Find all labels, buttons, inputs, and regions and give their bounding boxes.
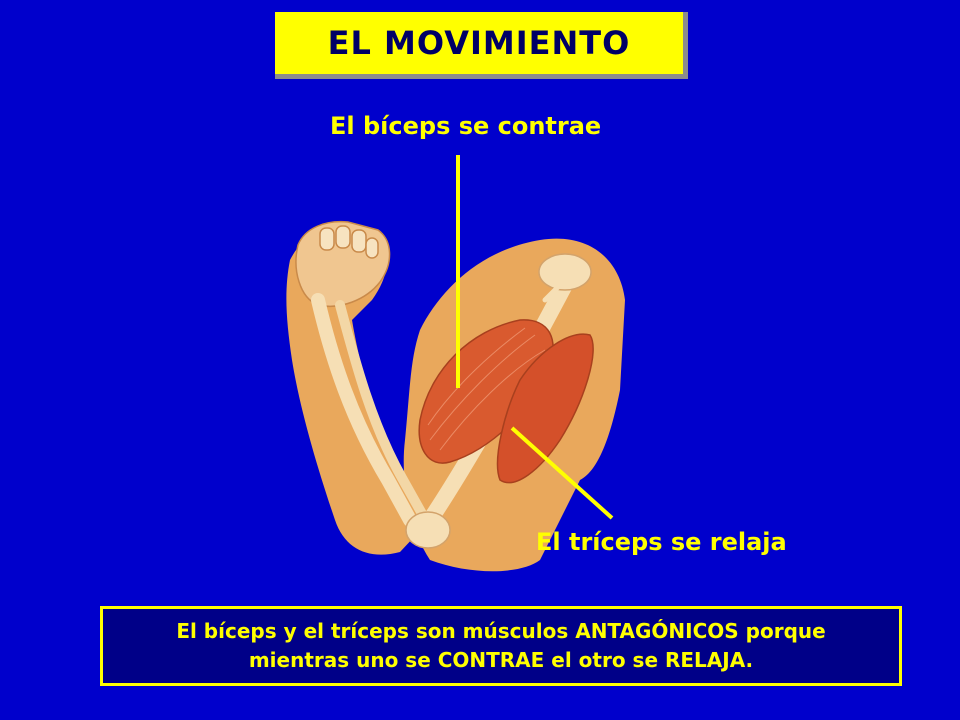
triceps-pointer-line [510, 426, 614, 520]
triceps-label: El tríceps se relaja [536, 528, 787, 556]
page-title: EL MOVIMIENTO [327, 24, 631, 62]
caption-box: El bíceps y el tríceps son músculos ANTA… [100, 606, 902, 686]
ulna-bone [335, 300, 435, 533]
radius-bone [311, 293, 417, 527]
shoulder-joint [538, 253, 592, 291]
biceps-tendon [542, 267, 578, 303]
caption-line-2: mientras uno se CONTRAE el otro se RELAJ… [248, 648, 754, 672]
title-box: EL MOVIMIENTO [275, 12, 688, 79]
biceps-label: El bíceps se contrae [330, 112, 602, 140]
finger-bones [319, 225, 379, 259]
triceps-muscle [496, 333, 594, 484]
biceps-fibers [427, 327, 546, 451]
elbow-joint [405, 511, 451, 549]
caption-line-1: El bíceps y el tríceps son músculos ANTA… [176, 619, 826, 643]
caption-text: El bíceps y el tríceps son músculos ANTA… [166, 617, 835, 675]
